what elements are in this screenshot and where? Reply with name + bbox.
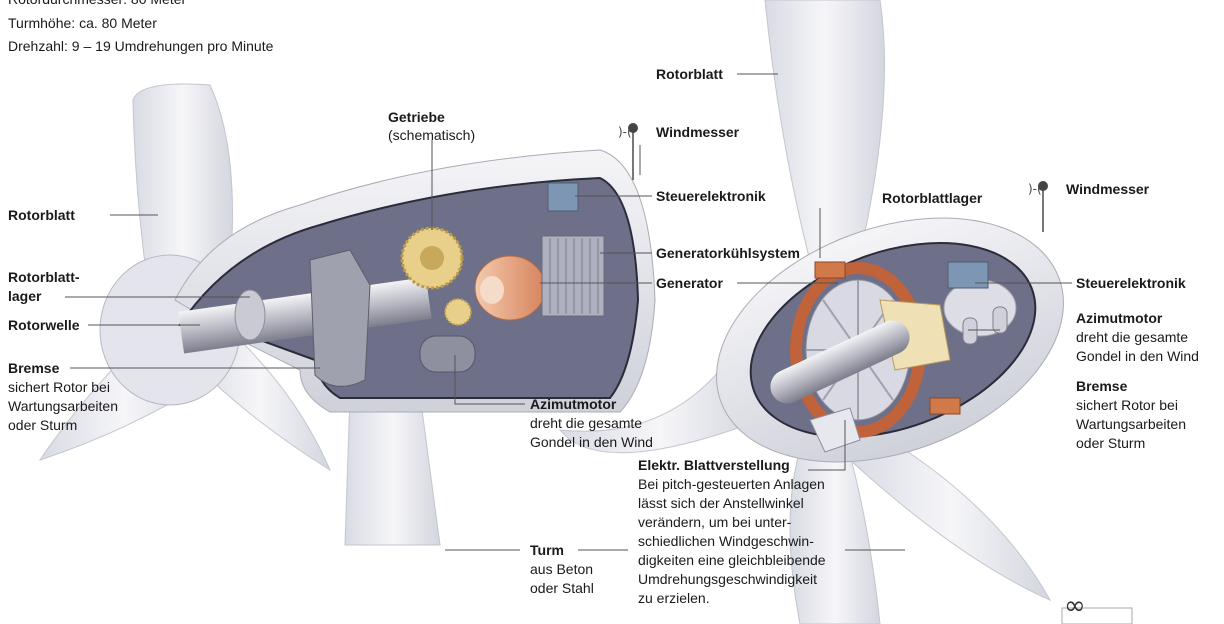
label-right-rotorblatt: Rotorblatt [656, 65, 723, 84]
label-generatorkuehlsystem: Generatorkühlsystem [656, 244, 800, 263]
label-left-windmesser: Windmesser [656, 123, 739, 142]
label-getriebe-note: (schematisch) [388, 126, 475, 145]
svg-text:)-(: )-( [1028, 182, 1042, 196]
label-right-windmesser: Windmesser [1066, 180, 1149, 199]
right-azimuth-motor-1 [963, 318, 977, 344]
label-right-bremse-desc: sichert Rotor bei Wartungsarbeiten oder … [1076, 396, 1186, 453]
label-left-bremse-desc: sichert Rotor bei Wartungsarbeiten oder … [8, 378, 118, 435]
label-right-steuerelektronik: Steuerelektronik [1076, 274, 1186, 293]
label-left-rotorwelle: Rotorwelle [8, 316, 80, 335]
left-cooling-system [542, 236, 604, 316]
label-left-rotorblattlager: Rotorblatt- lager [8, 268, 80, 306]
spec-tower-height: Turmhöhe: ca. 80 Meter [8, 14, 157, 33]
left-control-box [548, 183, 578, 211]
spec-rotation-speed: Drehzahl: 9 – 19 Umdrehungen pro Minute [8, 37, 273, 56]
left-tower [345, 395, 440, 545]
label-getriebe-title: Getriebe [388, 108, 445, 127]
label-left-steuerelektronik: Steuerelektronik [656, 187, 766, 206]
right-azimuth-motor-2 [993, 307, 1007, 333]
label-right-rotorblattlager: Rotorblattlager [882, 189, 982, 208]
corner-logo: ∞ [1062, 591, 1132, 624]
left-gearbox-small-gear [445, 299, 471, 325]
right-blade-lower-right [850, 440, 1050, 600]
label-left-bremse-title: Bremse [8, 359, 59, 378]
svg-text:)-(: )-( [618, 125, 632, 139]
label-pitch-title: Elektr. Blattverstellung [638, 456, 790, 475]
left-brake-plate [310, 250, 370, 386]
spec-rotor-diameter: Rotordurchmesser: 80 Meter [8, 0, 186, 9]
left-azimuth-motor [420, 336, 475, 372]
label-left-rotorblatt: Rotorblatt [8, 206, 75, 225]
label-turm-desc: aus Beton oder Stahl [530, 560, 594, 598]
right-blade-bearing-bottom [930, 398, 960, 414]
right-control-box [948, 262, 988, 288]
label-turm-title: Turm [530, 541, 564, 560]
left-turbine: )-( [40, 84, 655, 545]
label-pitch-desc: Bei pitch-gesteuerten Anlagen lässt sich… [638, 475, 826, 608]
label-right-azimutmotor-desc: dreht die gesamte Gondel in den Wind [1076, 328, 1199, 366]
label-generator: Generator [656, 274, 723, 293]
right-blade-bearing-top [815, 262, 845, 278]
label-right-bremse-title: Bremse [1076, 377, 1127, 396]
label-left-azimutmotor-title: Azimutmotor [530, 395, 616, 414]
svg-text:∞: ∞ [1064, 591, 1086, 621]
label-left-azimutmotor-desc: dreht die gesamte Gondel in den Wind [530, 414, 653, 452]
label-right-azimutmotor-title: Azimutmotor [1076, 309, 1162, 328]
